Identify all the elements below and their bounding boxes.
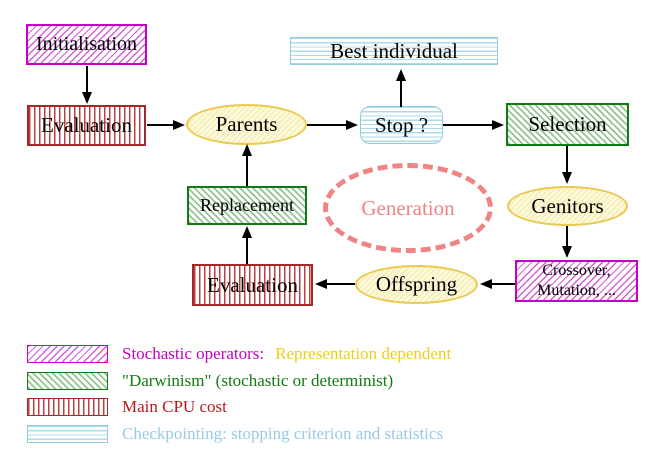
legend-label-representation-dependent: Representation dependent (275, 344, 452, 363)
arrow-selection-to-genitors-line (566, 146, 568, 174)
legend-swatch-green-hatch (27, 371, 108, 390)
legend-swatch-magenta-hatch (27, 345, 108, 363)
arrow-offspring-to-evaluation-head (315, 279, 327, 289)
node-label: Offspring (375, 272, 458, 297)
arrow-initialisation-to-evaluation-line (86, 66, 88, 94)
node-label: Replacement (200, 195, 294, 216)
node-initialisation: Initialisation (26, 24, 147, 65)
arrow-genitors-to-crossover-head (562, 246, 572, 258)
legend-row-checkpointing: Checkpointing: stopping criterion and st… (27, 424, 451, 444)
node-label: Stop ? (374, 112, 429, 137)
legend-row-darwinism: "Darwinism" (stochastic or determinist) (27, 370, 451, 390)
arrow-evaluation-to-parents-line (147, 124, 175, 126)
generation-label: Generation (361, 195, 455, 220)
node-label: Genitors (531, 193, 604, 218)
node-selection: Selection (506, 103, 629, 146)
arrow-parents-to-stop-line (307, 124, 347, 126)
node-label: Initialisation (35, 33, 138, 55)
arrow-crossover-to-offspring-head (480, 279, 492, 289)
node-stop: Stop ? (360, 106, 443, 144)
legend-row-main-cpu-cost: Main CPU cost (27, 397, 451, 417)
node-genitors: Genitors (507, 186, 628, 226)
legend-label-main-cpu-cost: Main CPU cost (122, 397, 227, 417)
node-label-line2: Mutation, ... (537, 282, 616, 299)
arrow-offspring-to-evaluation-line (327, 283, 355, 285)
legend: Stochastic operators: Representation dep… (27, 344, 452, 452)
arrow-initialisation-to-evaluation-head (82, 92, 92, 104)
arrow-parents-to-stop-head (346, 120, 358, 130)
arrow-replacement-to-parents-line (246, 156, 248, 186)
arrow-genitors-to-crossover-line (566, 226, 568, 248)
node-evaluation-bottom: Evaluation (192, 264, 313, 306)
legend-label-stochastic-operators: Stochastic operators: (122, 344, 265, 363)
legend-swatch-red-stripes (27, 398, 108, 417)
legend-label-checkpointing: Checkpointing: stopping criterion and st… (122, 424, 444, 444)
node-parents: Parents (186, 104, 307, 145)
node-label: Selection (528, 112, 607, 137)
arrow-evaluation-to-replacement-line (246, 238, 248, 264)
arrow-replacement-to-parents-head (242, 144, 252, 156)
arrow-evaluation-to-replacement-head (242, 226, 252, 238)
node-label: Evaluation (207, 272, 298, 297)
arrow-selection-to-genitors-head (562, 172, 572, 184)
node-offspring: Offspring (355, 265, 478, 304)
node-replacement: Replacement (187, 186, 307, 225)
node-label: Evaluation (41, 113, 132, 138)
arrow-stop-to-selection-line (443, 124, 493, 126)
node-label: Parents (215, 112, 278, 137)
arrow-stop-to-best-individual-head (396, 69, 406, 81)
legend-swatch-cyan-stripes (27, 425, 108, 444)
arrow-stop-to-selection-head (492, 120, 504, 130)
generation-cycle-ellipse: Generation (323, 163, 493, 253)
arrow-stop-to-best-individual-line (400, 80, 402, 107)
arrow-evaluation-to-parents-head (173, 120, 185, 130)
node-best-individual: Best individual (290, 37, 498, 65)
legend-label-darwinism: "Darwinism" (stochastic or determinist) (122, 370, 394, 390)
node-label-line1: Crossover, (542, 262, 611, 279)
node-evaluation-top: Evaluation (27, 105, 146, 146)
node-label: Best individual (330, 38, 458, 63)
arrow-crossover-to-offspring-line (492, 283, 515, 285)
legend-row-stochastic-operators: Stochastic operators: Representation dep… (27, 344, 452, 363)
node-crossover-mutation: Crossover, Mutation, ... (515, 260, 638, 302)
